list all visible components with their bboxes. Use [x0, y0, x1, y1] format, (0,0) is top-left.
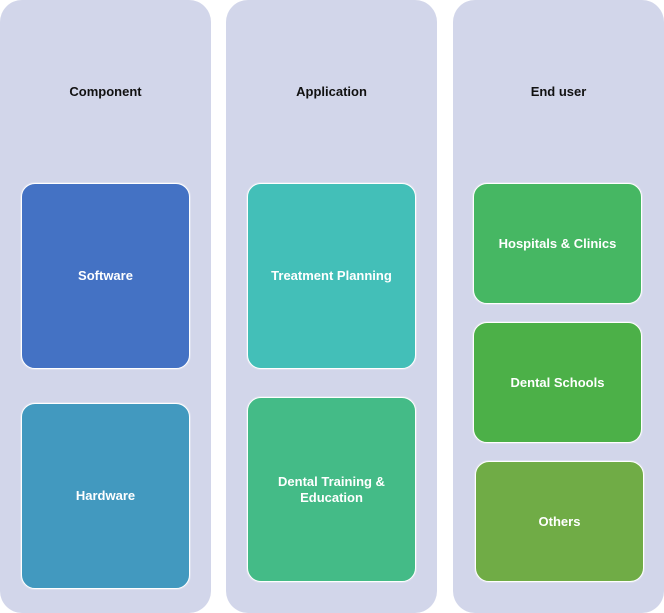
box-others: Others	[475, 461, 644, 582]
box-label-software: Software	[78, 268, 133, 283]
box-label-hospitals-clinics: Hospitals & Clinics	[498, 235, 617, 251]
box-label-dental-training-education: Dental Training & Education	[278, 473, 385, 505]
box-label-hardware: Hardware	[75, 488, 136, 503]
column-title-application: Application	[296, 84, 367, 99]
box-dental-schools: Dental Schools	[473, 322, 642, 443]
box-hospitals-clinics: Hospitals & Clinics	[473, 183, 642, 304]
box-label-dental-schools: Dental Schools	[510, 374, 605, 390]
box-label-treatment-planning: Treatment Planning	[271, 268, 392, 283]
column-title-end-user: End user	[530, 84, 587, 99]
box-software: Software	[21, 183, 190, 369]
box-treatment-planning: Treatment Planning	[247, 183, 416, 369]
box-label-others: Others	[538, 513, 581, 529]
column-title-component: Component	[69, 84, 142, 99]
box-hardware: Hardware	[21, 403, 190, 589]
box-dental-training-education: Dental Training & Education	[247, 397, 416, 582]
